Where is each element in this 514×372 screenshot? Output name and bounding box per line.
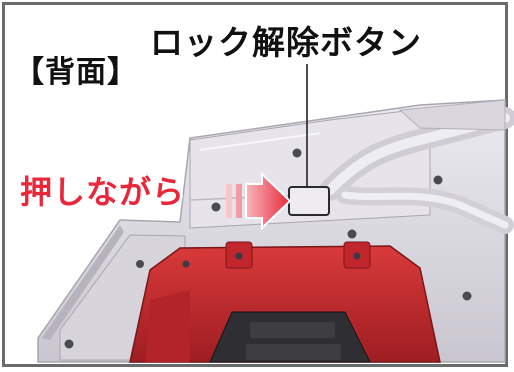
press-arrow-icon [226,171,292,231]
callout-label: ロック解除ボタン [150,23,422,62]
device-red-housing [129,241,441,363]
lock-release-button-icon [288,186,330,216]
section-title: 【背面】 [14,55,138,90]
action-label: 押しながら [20,173,186,211]
